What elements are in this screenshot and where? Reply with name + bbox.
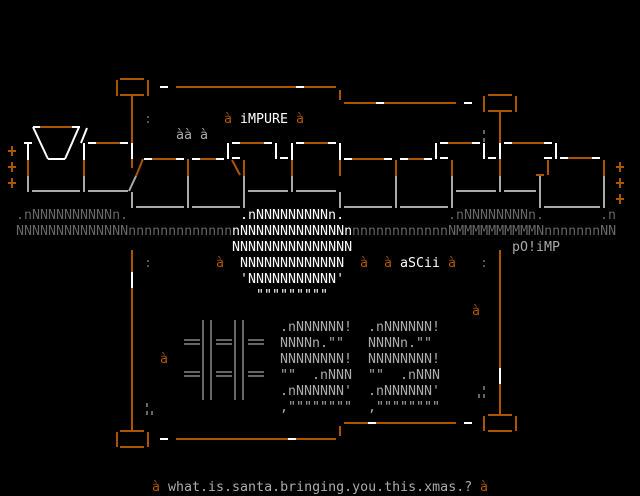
s-art-1-row-1: .nNNNNNN! <box>280 320 353 335</box>
dot-markers <box>146 130 485 415</box>
bottom-frame <box>116 250 517 448</box>
s-art-2-row-6: ,"""""""" <box>368 400 441 415</box>
s-art-2-row-5: .nNNNNNN' <box>368 384 441 399</box>
dots-accent-left: : <box>144 256 153 271</box>
top-frame <box>116 78 517 168</box>
s-art-2-row-1: .nNNNNNN! <box>368 320 441 335</box>
s-art-2-row-4: "" .nNNN <box>368 368 441 383</box>
ball-art-row-5: 'NNNNNNNNNNN' <box>240 272 345 287</box>
title-bullet-left: à <box>224 112 233 127</box>
ball-art-row-6: """"""""" <box>256 288 329 303</box>
impure-logo-lines <box>24 126 605 208</box>
ball-art-row-1: .nNNNNNNNNNn. <box>240 208 345 223</box>
right-art-row-1: .nNNNNNNNNn. <box>448 208 545 223</box>
s-art-2-row-3: NNNNNNNN! <box>368 352 441 367</box>
ball-art-row-4: NNNNNNNNNNNNN <box>240 256 345 271</box>
ball-art-row-3: NNNNNNNNNNNNNNN <box>232 240 353 255</box>
aa-accent: àà à <box>176 128 209 143</box>
s-art-1-row-3: NNNNNNNN! <box>280 352 353 367</box>
left-art-row-2: NNNNNNNNNNNNNNnnnnnnnnnnnnn <box>16 224 233 239</box>
dots-accent-right: : <box>480 256 489 271</box>
right-art-row-2: nnnnnnnnnnnnNMMMMMMMMMMNnnnnnnnNN <box>352 224 617 239</box>
s-art-1-row-5: .nNNNNNN' <box>280 384 353 399</box>
left-art-row-1: .nNNNNNNNNNNn. <box>16 208 129 223</box>
s-art-2-row-2: NNNNn."" <box>368 336 433 351</box>
footer-bullet-left: à <box>152 480 161 495</box>
ball-art-row-2: nNNNNNNNNNNNNNn <box>232 224 353 239</box>
s-art-1-row-2: NNNNn."" <box>280 336 345 351</box>
bullet-icon: à <box>472 304 481 319</box>
subtitle-bullet-right: à <box>448 256 457 271</box>
bullet-icon: à <box>360 256 369 271</box>
group-tag: pO!iMP <box>512 240 561 255</box>
footer-bullet-right: à <box>480 480 489 495</box>
bullet-icon: à <box>160 352 169 367</box>
subtitle-text: aSCii <box>400 256 441 271</box>
subtitle-bullet-left: à <box>384 256 393 271</box>
title-text: iMPURE <box>240 112 289 127</box>
s-art-1-row-4: "" .nNNN <box>280 368 353 383</box>
footer-text: what.is.santa.bringing.you.this.xmas.? <box>168 480 473 495</box>
title-bullet-right: à <box>296 112 305 127</box>
plus-icons <box>8 146 624 204</box>
dots-accent: : <box>144 112 153 127</box>
bars-equals-art <box>184 320 264 400</box>
bullet-icon: à <box>216 256 225 271</box>
s-art-1-row-6: ,"""""""" <box>280 400 353 415</box>
right-art-row-1b: .n <box>600 208 617 223</box>
